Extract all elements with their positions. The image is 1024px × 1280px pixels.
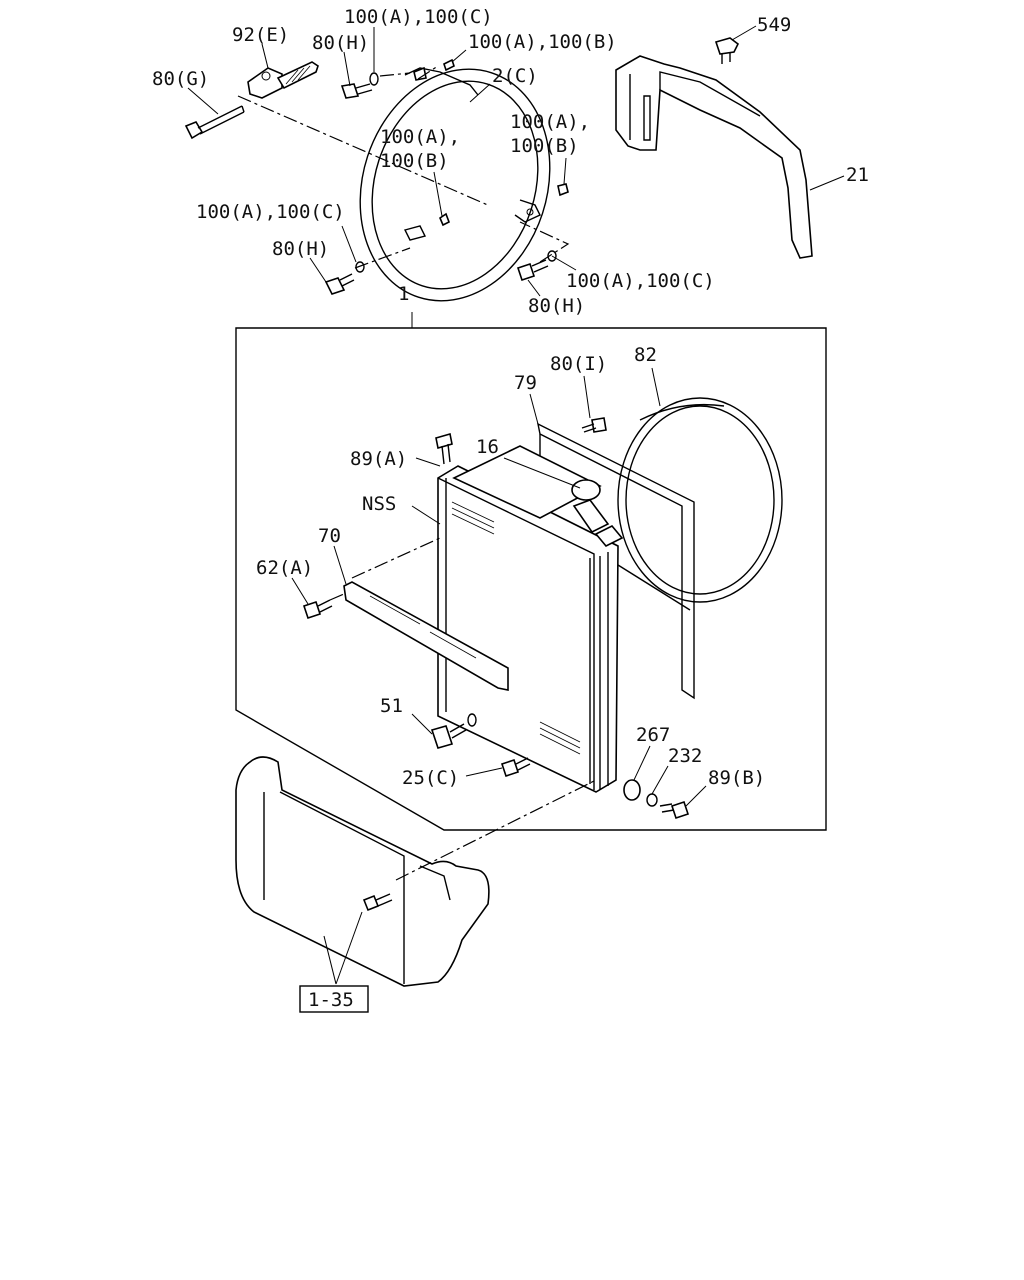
bolt-25c xyxy=(500,757,531,778)
label-82: 82 xyxy=(634,344,657,366)
intercooler-bolt xyxy=(362,893,393,912)
intercooler xyxy=(235,756,490,987)
label-reference-1-35[interactable]: 1-35 xyxy=(308,989,354,1011)
mount-267 xyxy=(623,779,641,801)
label-100a-100c-top: 100(A),100(C) xyxy=(344,6,493,28)
label-80h-bottom: 80(H) xyxy=(528,295,585,317)
label-2c: 2(C) xyxy=(492,65,538,87)
label-51: 51 xyxy=(380,695,403,717)
label-92e: 92(E) xyxy=(232,24,289,46)
reference-box-1-35 xyxy=(299,985,369,1013)
label-79: 79 xyxy=(514,372,537,394)
label-80h-top: 80(H) xyxy=(312,32,369,54)
bolt-80h-right xyxy=(516,250,557,282)
bolt-80h-left xyxy=(324,261,365,295)
clip-549 xyxy=(714,37,740,64)
label-267: 267 xyxy=(636,724,670,746)
label-70: 70 xyxy=(318,525,341,547)
label-89b: 89(B) xyxy=(708,767,765,789)
label-nss: NSS xyxy=(362,493,396,515)
label-25c: 25(C) xyxy=(402,767,459,789)
label-100a-100c-right: 100(A),100(C) xyxy=(566,270,715,292)
label-100a-right: 100(A), xyxy=(510,111,590,133)
radiator-assembly-box xyxy=(235,327,827,831)
washer-232 xyxy=(646,793,658,807)
label-89a: 89(A) xyxy=(350,448,407,470)
label-100b-right: 100(B) xyxy=(510,135,579,157)
bolt-89b xyxy=(659,800,690,820)
clip-100ab-top xyxy=(413,58,455,81)
label-80h-left: 80(H) xyxy=(272,238,329,260)
radiator-core xyxy=(437,445,619,793)
leader-lines xyxy=(187,25,845,807)
label-80g: 80(G) xyxy=(152,68,209,90)
label-16: 16 xyxy=(476,436,499,458)
clip-100ab-inner xyxy=(439,212,451,227)
fan-shroud-82 xyxy=(617,397,783,603)
label-80i: 80(I) xyxy=(550,353,607,375)
core-fin-hatching xyxy=(451,501,581,755)
label-100a-inner: 100(A), xyxy=(380,126,460,148)
label-100b-inner: 100(B) xyxy=(380,150,449,172)
bracket-70 xyxy=(343,581,509,691)
bracket-51 xyxy=(430,713,477,749)
bracket-92e xyxy=(247,61,319,99)
radiator-cap-16 xyxy=(571,479,624,547)
label-1: 1 xyxy=(398,283,409,305)
side-cover-21 xyxy=(615,55,813,259)
clip-100ab-right xyxy=(557,183,569,197)
bolt-89a xyxy=(435,432,453,465)
label-232: 232 xyxy=(668,745,702,767)
label-100a-100c-left: 100(A),100(C) xyxy=(196,201,345,223)
bolt-62a xyxy=(302,599,333,620)
label-100a-100b-top: 100(A),100(B) xyxy=(468,31,617,53)
label-549: 549 xyxy=(757,14,791,36)
bolt-80h-top xyxy=(340,72,379,99)
label-21: 21 xyxy=(846,164,869,186)
bolt-80i xyxy=(581,417,607,433)
label-62a: 62(A) xyxy=(256,557,313,579)
fan-shroud-ring xyxy=(359,67,551,302)
bolt-80g xyxy=(184,105,245,140)
